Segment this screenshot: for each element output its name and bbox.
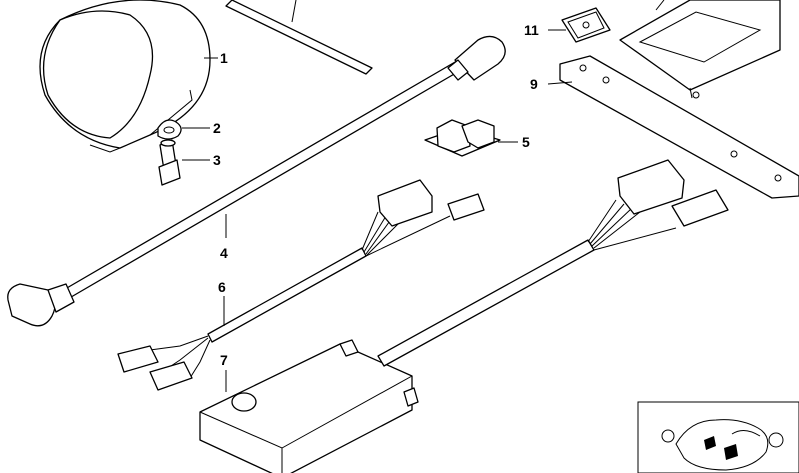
callout-4: 4: [220, 245, 228, 261]
callout-5: 5: [522, 134, 530, 150]
vehicle-inset: [637, 401, 799, 473]
cable-tie: [225, 0, 373, 75]
callout-3: 3: [213, 152, 221, 168]
callout-1: 1: [220, 50, 228, 66]
part-5-clip: [424, 119, 501, 157]
leader-lines: [182, 0, 665, 392]
callout-6: 6: [218, 279, 226, 295]
callout-7: 7: [220, 352, 228, 368]
part-2-washer: [157, 119, 182, 140]
callout-11: 11: [524, 22, 539, 38]
part-1-holder: [39, 0, 211, 153]
callout-9: 9: [530, 76, 538, 92]
part-3-screw: [158, 139, 181, 186]
part-9-bracket: [559, 55, 799, 199]
part-7-control-unit: [199, 159, 729, 473]
callouts: 1 2 3 4 5 6 7 9 11: [213, 22, 539, 368]
part-4-antenna-cable: [7, 35, 506, 327]
part-11-clip-nut: [561, 7, 611, 43]
mounting-plate: [619, 0, 781, 99]
callout-2: 2: [213, 120, 221, 136]
part-6-harness: [117, 179, 485, 391]
